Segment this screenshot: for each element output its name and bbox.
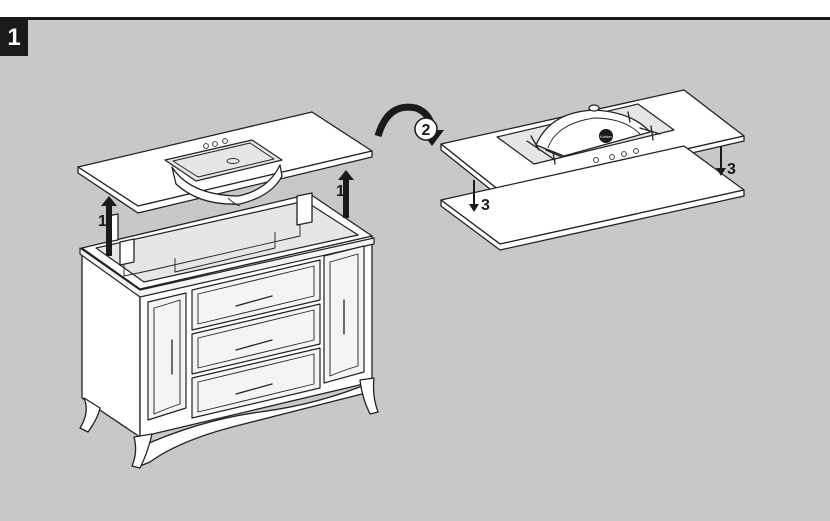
drain-outlet [588, 104, 600, 112]
svg-text:1: 1 [336, 183, 345, 200]
cabinet-left-leg [79, 397, 101, 433]
lift-arrow-left: 1 [98, 196, 117, 256]
cabinet-front-left-leg [131, 433, 153, 469]
step-number-badge: 1 [0, 20, 28, 56]
countertop-lifted [77, 111, 373, 214]
sink-logo [599, 129, 613, 143]
page-margin [0, 0, 830, 17]
sink-bowl [171, 164, 283, 205]
svg-text:3: 3 [481, 197, 490, 214]
corner-block-front-left [119, 238, 135, 266]
cabinet-front-right-leg [359, 377, 379, 415]
faucet-hole [222, 138, 228, 144]
svg-text:Kohler: Kohler [600, 134, 612, 139]
drawer-top [191, 259, 321, 331]
countertop-flipped-upper: Kohler [440, 89, 745, 198]
cabinet-crown-moulding [79, 237, 375, 298]
rotate-arrow: 2 [374, 103, 444, 146]
svg-text:3: 3 [727, 161, 736, 178]
vanity-cabinet [79, 192, 379, 469]
mounting-clip [627, 111, 631, 123]
countertop-flipped-lower [440, 145, 745, 251]
lower-arrow-left: 3 [469, 180, 490, 214]
lift-arrow-right: 1 [336, 170, 354, 218]
mounting-clip [526, 135, 556, 161]
svg-text:1: 1 [98, 213, 107, 230]
drawer-bottom [191, 347, 321, 419]
lower-arrow-right: 3 [716, 146, 736, 178]
faucet-hole [212, 141, 218, 147]
countertop-edge [77, 150, 373, 214]
mounting-clip [639, 125, 661, 141]
drawer-middle [191, 303, 321, 375]
sink-rim [164, 139, 283, 182]
corner-block-back-right [296, 192, 313, 226]
left-door [147, 292, 187, 421]
cabinet-interior [95, 200, 359, 283]
svg-text:2: 2 [422, 122, 431, 139]
mounting-clip [545, 149, 563, 165]
faucet-hole [203, 143, 209, 149]
